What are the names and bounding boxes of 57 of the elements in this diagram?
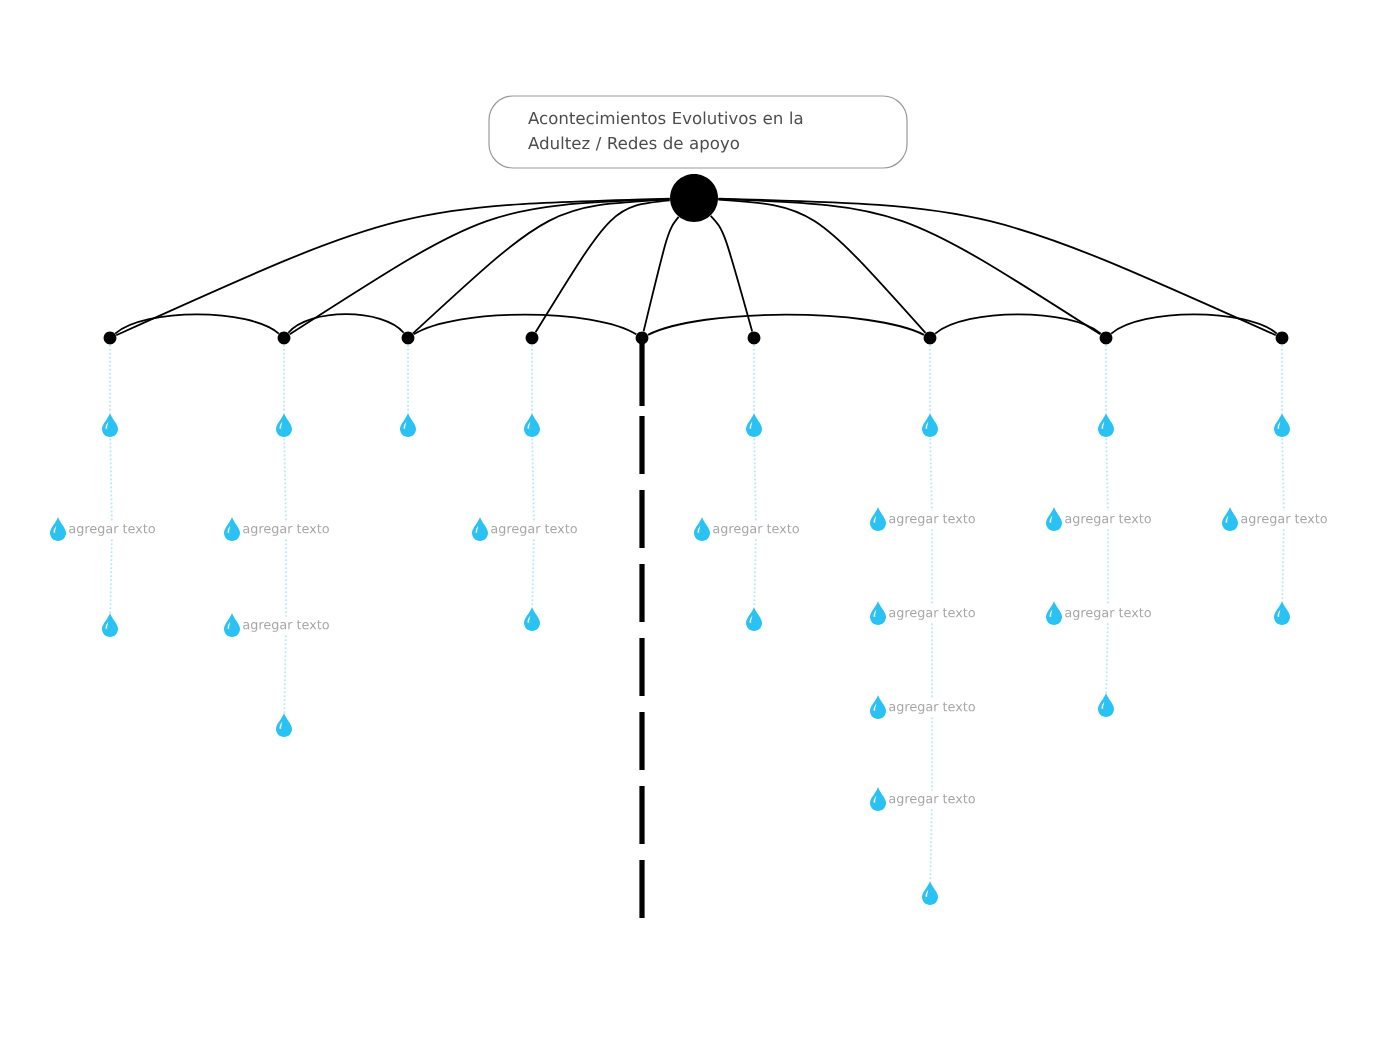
rib-line [534, 199, 671, 334]
rim-arc [1110, 313, 1278, 335]
drop-icon [102, 613, 118, 637]
connector-line [929, 437, 933, 512]
drop-icon [922, 413, 938, 437]
title-box: Acontecimientos Evolutivos en la Adultez / Redes de apoyo [488, 95, 908, 169]
connector-line [109, 437, 113, 522]
connector-line [931, 716, 933, 792]
connector-line [109, 343, 111, 415]
rib-line [717, 198, 927, 334]
drop-icon [922, 881, 938, 905]
rib-line [412, 198, 671, 335]
drop-icon [102, 413, 118, 437]
connector-line [929, 343, 931, 415]
rim-arc [647, 313, 925, 336]
connector-line [753, 437, 757, 522]
drop-icon [400, 413, 416, 437]
drop-icon [746, 413, 762, 437]
rim-arc [114, 313, 280, 335]
connector-line [753, 343, 755, 415]
connector-line [1107, 528, 1109, 606]
drop-icon [524, 413, 540, 437]
connector-line [531, 437, 535, 522]
drop-icon [276, 713, 292, 737]
rim-arc [412, 313, 638, 336]
connector-line [1105, 343, 1107, 415]
connector-line [931, 622, 933, 700]
connector-line [283, 343, 285, 415]
connector-line [1281, 528, 1285, 603]
connector-line [1105, 437, 1109, 512]
drop-icon [524, 607, 540, 631]
drop-icon [1098, 413, 1114, 437]
connector-line [931, 528, 933, 606]
rib-line [288, 198, 671, 336]
connector-line [285, 538, 287, 618]
drop-icon [1098, 693, 1114, 717]
drop-icon [746, 607, 762, 631]
drop-icon [276, 413, 292, 437]
connector-line [109, 538, 113, 615]
connector-line [283, 634, 287, 715]
drop-icon [1274, 601, 1290, 625]
hub-circle [670, 174, 718, 222]
rib-line [709, 214, 754, 333]
connector-line [1105, 622, 1109, 695]
connector-line [929, 808, 933, 883]
connector-line [531, 343, 533, 415]
rib-line [717, 197, 1277, 337]
connector-line [407, 343, 409, 415]
connector-line [1281, 343, 1283, 415]
connector-line [531, 538, 535, 609]
connector-line [283, 437, 287, 522]
rim-arc [287, 313, 405, 334]
connector-line [1281, 437, 1285, 512]
rim-arc [934, 313, 1102, 335]
drop-icon [1274, 413, 1290, 437]
connector-line [753, 538, 757, 609]
rib-line [642, 216, 680, 333]
